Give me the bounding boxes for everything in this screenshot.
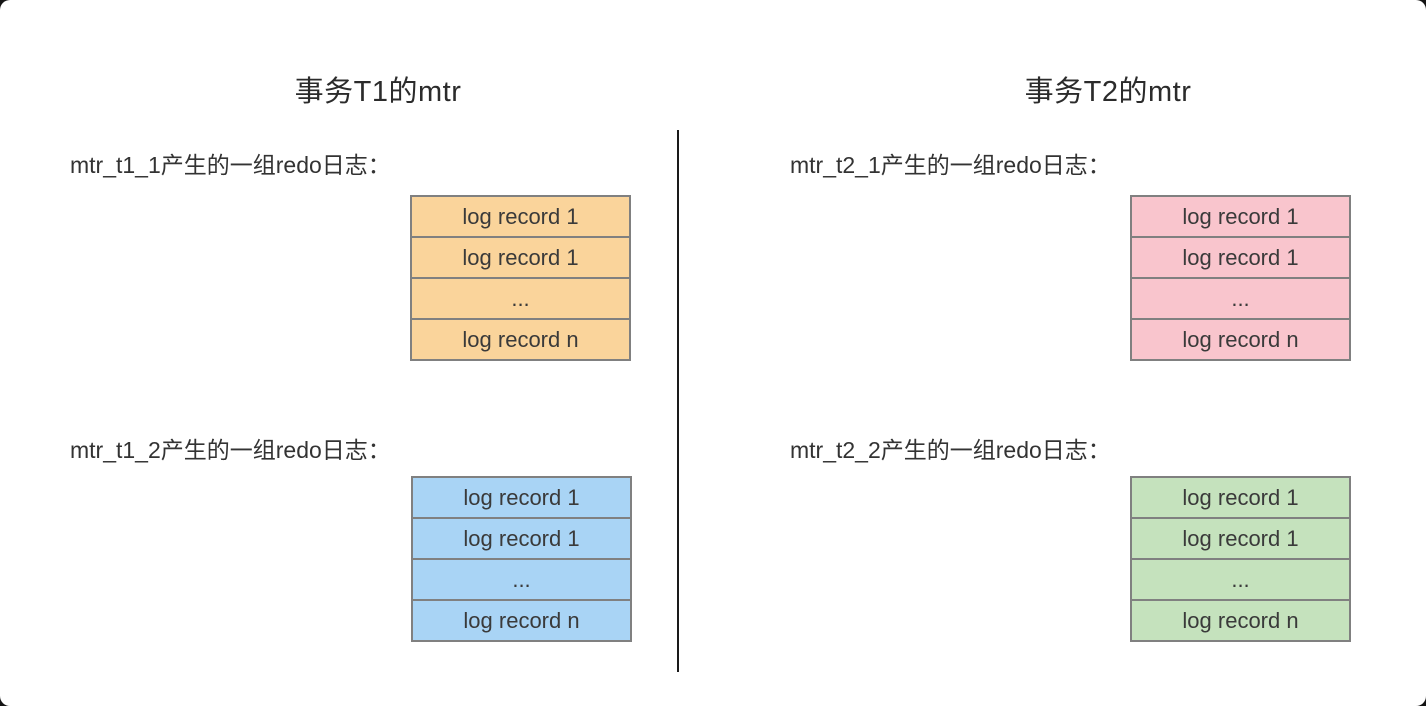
log-record-row: log record 1 — [1132, 238, 1349, 279]
log-record-row: log record n — [462, 326, 579, 352]
column-title-t1: 事务T1的mtr — [294, 76, 462, 108]
log-record-row: log record 1 — [1132, 519, 1349, 560]
group-label-mtr-t2-2: mtr_t2_2产生的一组redo日志： — [790, 437, 1111, 463]
log-record-row: log record 1 — [412, 238, 629, 279]
log-table-mtr-t2-1: log record 1 log record 1 ... log record… — [1130, 195, 1351, 361]
column-title-t2: 事务T2的mtr — [1024, 76, 1192, 108]
column-divider-line — [677, 130, 679, 672]
log-record-row: log record 1 — [413, 478, 630, 519]
log-table-mtr-t1-1: log record 1 log record 1 ... log record… — [410, 195, 631, 361]
log-record-row: log record n — [1182, 326, 1299, 352]
log-record-row: log record 1 — [1132, 197, 1349, 238]
log-record-row: log record 1 — [1132, 478, 1349, 519]
log-record-row-ellipsis: ... — [1132, 560, 1349, 601]
log-record-row-ellipsis: ... — [413, 560, 630, 601]
log-record-row: log record 1 — [412, 197, 629, 238]
log-record-row-ellipsis: ... — [1132, 279, 1349, 320]
log-record-row: log record 1 — [413, 519, 630, 560]
group-label-mtr-t2-1: mtr_t2_1产生的一组redo日志： — [790, 152, 1111, 178]
log-table-mtr-t2-2: log record 1 log record 1 ... log record… — [1130, 476, 1351, 642]
group-label-mtr-t1-2: mtr_t1_2产生的一组redo日志： — [70, 437, 391, 463]
log-record-row-ellipsis: ... — [412, 279, 629, 320]
log-table-mtr-t1-2: log record 1 log record 1 ... log record… — [411, 476, 632, 642]
log-record-row: log record n — [463, 607, 580, 633]
log-record-row: log record n — [1182, 607, 1299, 633]
group-label-mtr-t1-1: mtr_t1_1产生的一组redo日志： — [70, 152, 391, 178]
